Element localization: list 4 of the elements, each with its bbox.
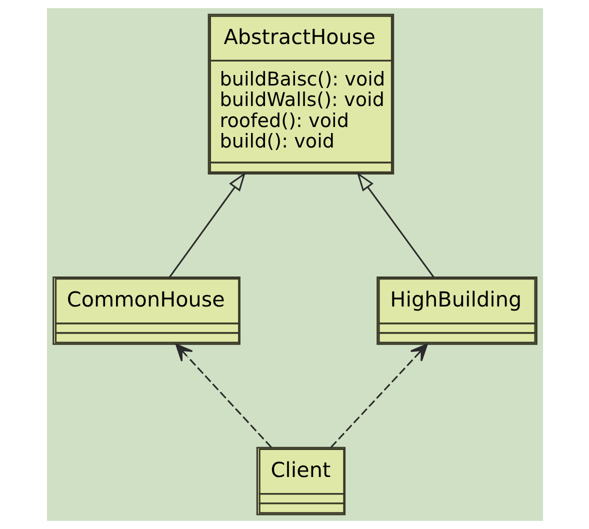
arrow [356,172,434,278]
arrow [330,344,428,448]
arrow [168,172,246,278]
arrow [174,344,272,448]
